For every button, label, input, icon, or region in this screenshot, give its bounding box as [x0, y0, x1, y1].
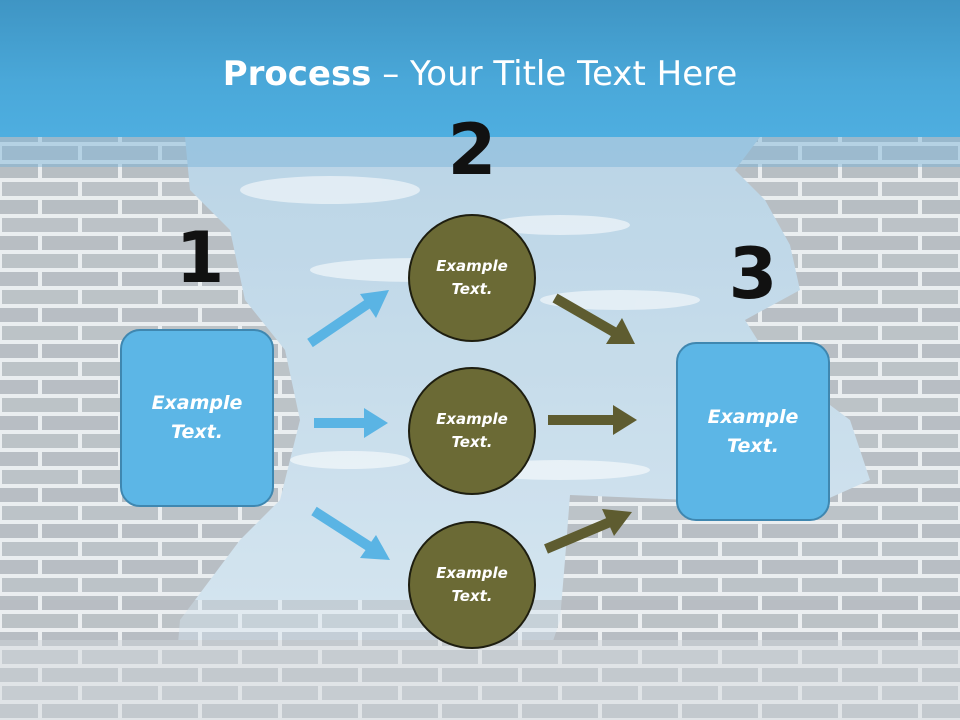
output-box-line2: Text.	[727, 434, 779, 457]
title-bar-band	[0, 137, 960, 167]
blue-arrow-down	[311, 506, 390, 560]
circle-top-line1: Example	[436, 257, 508, 275]
step-number-1: 1	[175, 217, 225, 299]
input-box-line1: Example	[151, 392, 243, 414]
circle-middle-line1: Example	[436, 410, 508, 428]
title-strong: Process	[222, 54, 372, 94]
circle-middle-line2: Text.	[451, 433, 493, 451]
circle-bottom-line2: Text.	[451, 587, 493, 605]
circle-top-line2: Text.	[451, 280, 493, 298]
title-rest: – Your Title Text Here	[371, 54, 738, 94]
olive-arrow-down	[552, 293, 635, 344]
olive-arrow-up	[544, 509, 632, 554]
slide-title: Process – Your Title Text Here	[0, 52, 960, 96]
blue-arrow-middle	[314, 408, 388, 438]
step-number-3: 3	[728, 233, 778, 315]
output-box-line1: Example	[707, 405, 799, 428]
title-bar	[0, 0, 960, 137]
step-number-2: 2	[447, 109, 497, 191]
blue-arrow-up	[307, 290, 389, 348]
input-box-line2: Text.	[171, 421, 223, 443]
olive-arrow-middle	[548, 405, 637, 435]
brick-wall-right	[540, 137, 960, 680]
circle-bottom-line1: Example	[436, 564, 508, 582]
